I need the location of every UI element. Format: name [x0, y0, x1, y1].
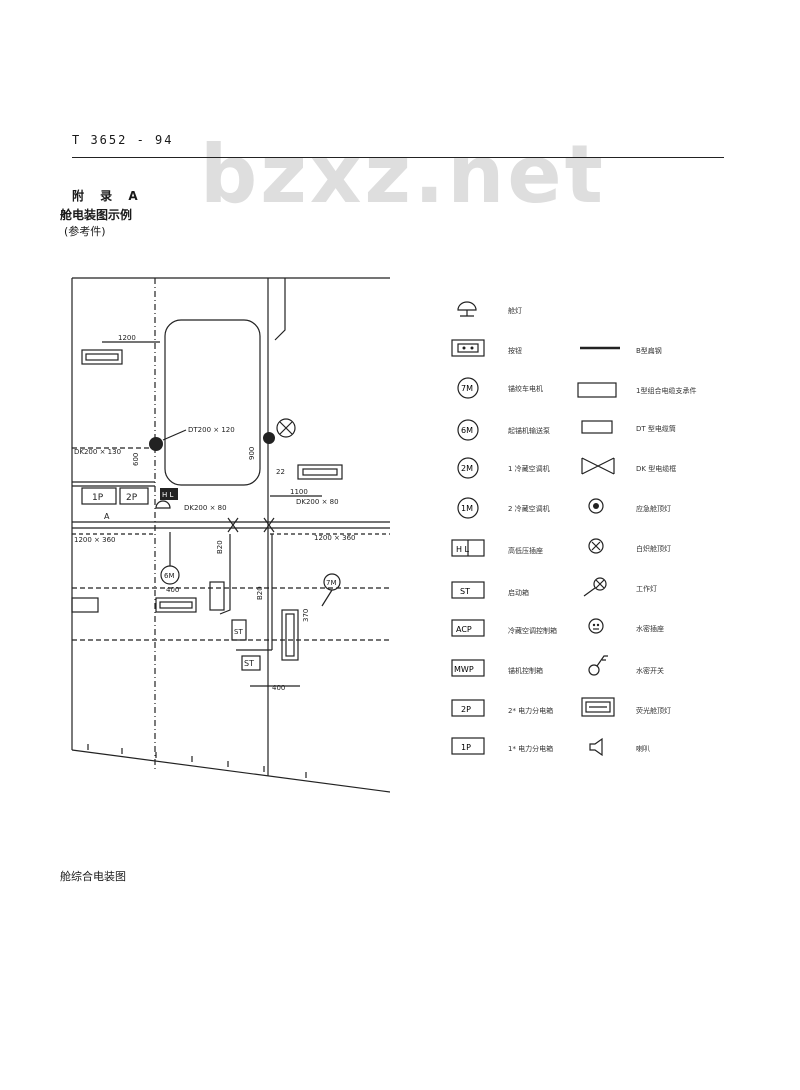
b-cable-icon	[580, 346, 620, 350]
svg-text:2M: 2M	[461, 464, 473, 473]
dim-top-label: 1200	[118, 334, 136, 342]
dim-400-label: 400	[166, 586, 179, 594]
motor-7m-label: 7M	[326, 579, 337, 587]
svg-text:2P: 2P	[461, 705, 471, 714]
legend-label-st-box: 启动箱	[508, 589, 529, 597]
legend-label-junction-box: 1型组合电缆支承件	[636, 387, 697, 395]
legend-label-2p-box: 2* 电力分电箱	[508, 707, 554, 715]
document-number: T 3652 - 94	[72, 133, 174, 147]
svg-text:7M: 7M	[461, 384, 473, 393]
incandescent-light-icon	[588, 538, 604, 554]
watermark: bzxz.net	[200, 128, 606, 221]
legend-label-motor-2m: 1 冷藏空调机	[508, 465, 550, 473]
2p-box-icon: 2P	[451, 699, 485, 717]
dt-label: DT200 × 120	[188, 426, 235, 434]
svg-text:H L: H L	[456, 545, 470, 554]
dk-cable-icon	[581, 457, 615, 475]
dim-left-label: DK200 × 130	[74, 448, 121, 456]
legend-label-lamp: 舱灯	[508, 307, 522, 315]
box-hl-label: H L	[162, 491, 173, 499]
motor-7m-icon: 7M	[457, 377, 479, 399]
legend-label-incandescent-light: 白炽舱顶灯	[636, 545, 671, 553]
dk-right-label: DK200 × 80	[296, 498, 339, 506]
st-a-label: ST	[234, 628, 243, 636]
legend-label-motor-1m: 2 冷藏空调机	[508, 505, 550, 513]
watertight-switch-icon	[588, 655, 608, 676]
button-box-icon	[451, 339, 485, 357]
svg-text:MWP: MWP	[454, 665, 474, 674]
dim-22-label: 22	[276, 468, 285, 476]
figure-caption: 舱综合电装图	[60, 870, 126, 883]
legend-label-button: 按钮	[508, 347, 522, 355]
legend-label-1p-box: 1* 电力分电箱	[508, 745, 554, 753]
st-box-icon: ST	[451, 581, 485, 599]
dim-left-row-label: 1200 × 360	[74, 536, 116, 544]
watertight-socket-icon	[588, 618, 604, 634]
motor-1m-icon: 1M	[457, 497, 479, 519]
legend-label-watertight-switch: 水密开关	[636, 667, 664, 675]
dim-600-label: 600	[132, 453, 140, 466]
legend-label-dt-cable: DT 型电缆筒	[636, 425, 676, 433]
acp-box-icon: ACP	[451, 619, 485, 637]
mwp-box-icon: MWP	[451, 659, 485, 677]
dim-right-row-label: 1200 × 360	[314, 534, 356, 542]
hl-socket-icon: H L	[451, 539, 485, 557]
appendix-heading: 附 录 A	[72, 189, 144, 203]
appendix-title: 舱电装图示例	[60, 208, 133, 222]
dk-left-label: DK200 × 80	[184, 504, 227, 512]
svg-text:ACP: ACP	[456, 625, 472, 634]
legend-label-mwp-box: 锚机控制箱	[508, 667, 543, 675]
legend-label-work-light: 工作灯	[636, 585, 657, 593]
dim-900-label: 900	[248, 447, 256, 460]
dim-400b-label: 400	[272, 684, 285, 692]
section-a-label: A	[104, 512, 110, 521]
motor-6m-icon: 6M	[457, 419, 479, 441]
legend-label-speaker: 喇叭	[636, 745, 650, 753]
legend-label-hl-socket: 高低压插座	[508, 547, 543, 555]
wiring-plan-drawing: 1200 DK200 × 130 DT200 × 120 600 900 22 …	[71, 277, 390, 793]
legend-label-motor-6m: 起锚机输送泵	[508, 427, 550, 435]
svg-text:6M: 6M	[461, 426, 473, 435]
fluorescent-light-icon	[581, 697, 615, 717]
legend-label-emergency-light: 应急舱顶灯	[636, 505, 671, 513]
legend-label-fluorescent-light: 荧光舱顶灯	[636, 707, 671, 715]
header-rule	[72, 157, 724, 158]
work-light-icon	[583, 577, 607, 597]
emergency-light-icon	[588, 498, 604, 514]
svg-text:ST: ST	[460, 587, 470, 596]
box-2p-label: 2P	[126, 493, 138, 503]
svg-text:1P: 1P	[461, 743, 471, 752]
box-1p-label: 1P	[92, 493, 104, 503]
legend-label-motor-7m: 锚绞车电机	[508, 385, 543, 393]
b20-b-label: B20	[256, 586, 264, 600]
1p-box-icon: 1P	[451, 737, 485, 755]
appendix-subtitle: (参考件)	[64, 225, 106, 238]
junction-box-icon	[577, 382, 617, 398]
motor-2m-icon: 2M	[457, 457, 479, 479]
legend-label-b-cable: B型扁钢	[636, 347, 662, 355]
st-b-label: ST	[244, 659, 254, 668]
legend-label-watertight-socket: 水密插座	[636, 625, 664, 633]
dim-1100-label: 1100	[290, 488, 308, 496]
speaker-icon	[589, 737, 603, 757]
motor-6m-label: 6M	[164, 572, 175, 580]
legend-label-acp-box: 冷藏空调控制箱	[508, 627, 557, 635]
lamp-icon	[457, 301, 477, 317]
dim-370-label: 370	[302, 609, 310, 622]
dt-cable-icon	[581, 420, 613, 434]
svg-text:1M: 1M	[461, 504, 473, 513]
b20-a-label: B20	[216, 540, 224, 554]
legend-label-dk-cable: DK 型电缆框	[636, 465, 677, 473]
